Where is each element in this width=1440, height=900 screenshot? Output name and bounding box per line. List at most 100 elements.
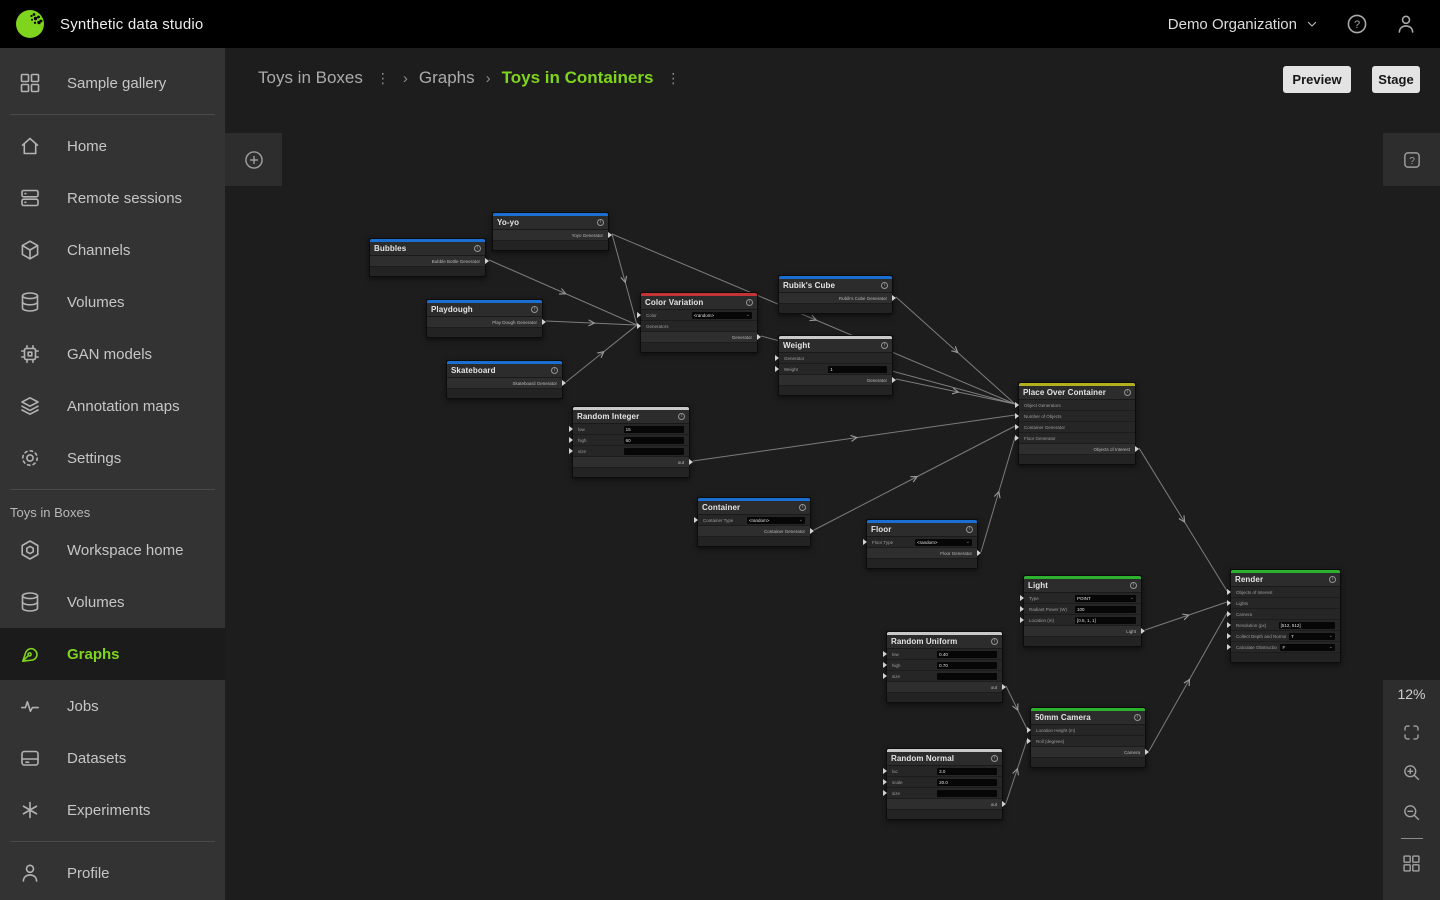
value-field-high[interactable]: 60 <box>623 436 684 444</box>
info-icon[interactable]: i <box>966 526 973 533</box>
sidebar-item-graphs[interactable]: Graphs <box>0 628 225 680</box>
input-port[interactable] <box>1015 413 1019 419</box>
sidebar-item-annotation-maps[interactable]: Annotation maps <box>0 380 225 432</box>
dropdown-color[interactable]: <random>⌄ <box>691 311 752 319</box>
output-port[interactable] <box>1141 628 1145 634</box>
info-icon[interactable]: i <box>678 413 685 420</box>
input-port[interactable] <box>1015 435 1019 441</box>
input-port[interactable] <box>1020 595 1024 601</box>
input-port[interactable] <box>1027 738 1031 744</box>
input-port[interactable] <box>883 779 887 785</box>
sidebar-item-home[interactable]: Home <box>0 120 225 172</box>
help-panel-toggle[interactable]: ? <box>1383 133 1440 186</box>
value-field-size[interactable] <box>623 447 684 455</box>
input-port[interactable] <box>637 323 641 329</box>
kebab-menu-icon[interactable]: ⋮ <box>375 69 390 86</box>
value-field-low[interactable]: 15 <box>623 425 684 433</box>
value-field-low[interactable]: 0.40 <box>937 650 997 658</box>
layout-grid-icon[interactable] <box>1401 853 1422 874</box>
sidebar-item-profile[interactable]: Profile <box>0 847 225 899</box>
stage-button[interactable]: Stage <box>1372 66 1420 93</box>
value-field-weight[interactable]: 1 <box>828 365 887 373</box>
output-port[interactable] <box>892 377 896 383</box>
input-port[interactable] <box>883 662 887 668</box>
info-icon[interactable]: i <box>1124 389 1131 396</box>
input-port[interactable] <box>1027 727 1031 733</box>
sidebar-item-settings[interactable]: Settings <box>0 432 225 484</box>
input-port[interactable] <box>637 312 641 318</box>
output-port[interactable] <box>1135 446 1139 452</box>
output-port[interactable] <box>485 258 489 264</box>
input-port[interactable] <box>1015 424 1019 430</box>
breadcrumb-workspace[interactable]: Toys in Boxes <box>258 68 363 87</box>
add-node-panel-toggle[interactable] <box>225 133 282 186</box>
output-port[interactable] <box>562 380 566 386</box>
input-port[interactable] <box>1227 589 1231 595</box>
input-port[interactable] <box>863 539 867 545</box>
value-field-size[interactable] <box>937 672 997 680</box>
output-port[interactable] <box>757 334 761 340</box>
breadcrumb-current-graph[interactable]: Toys in Containers <box>501 68 654 87</box>
sidebar-item-experiments[interactable]: Experiments <box>0 784 225 836</box>
breadcrumb-graphs[interactable]: Graphs <box>418 68 475 87</box>
dropdown-container-type[interactable]: <random>⌄ <box>746 516 805 524</box>
zoom-out-icon[interactable] <box>1401 802 1422 823</box>
output-port[interactable] <box>689 459 693 465</box>
value-field-resolution-px-[interactable]: [512, 512] <box>1278 621 1335 629</box>
sidebar-item-datasets[interactable]: Datasets <box>0 732 225 784</box>
value-field-radiant-power-w-[interactable]: 100 <box>1075 605 1136 613</box>
input-port[interactable] <box>1227 644 1231 650</box>
info-icon[interactable]: i <box>597 219 604 226</box>
input-port[interactable] <box>1227 611 1231 617</box>
output-port[interactable] <box>608 232 612 238</box>
info-icon[interactable]: i <box>799 504 806 511</box>
sidebar-item-gan-models[interactable]: GAN models <box>0 328 225 380</box>
dropdown-floor-type[interactable]: <random>⌄ <box>915 538 972 546</box>
input-port[interactable] <box>569 437 573 443</box>
output-port[interactable] <box>1002 684 1006 690</box>
dropdown-calculate-obstruction[interactable]: F⌄ <box>1280 643 1335 651</box>
info-icon[interactable]: i <box>1130 582 1137 589</box>
sidebar-item-remote-sessions[interactable]: Remote sessions <box>0 172 225 224</box>
input-port[interactable] <box>1227 633 1231 639</box>
fit-view-icon[interactable] <box>1401 722 1422 743</box>
input-port[interactable] <box>883 768 887 774</box>
profile-icon[interactable] <box>1394 12 1418 36</box>
dropdown-type[interactable]: POINT⌄ <box>1075 594 1136 602</box>
info-icon[interactable]: i <box>531 306 538 313</box>
help-icon[interactable]: ? <box>1345 12 1369 36</box>
kebab-menu-icon[interactable]: ⋮ <box>666 69 681 86</box>
value-field-high[interactable]: 0.70 <box>937 661 997 669</box>
input-port[interactable] <box>883 673 887 679</box>
output-port[interactable] <box>977 550 981 556</box>
input-port[interactable] <box>569 426 573 432</box>
value-field-location-m-[interactable]: [0.5, 1, 1] <box>1075 616 1136 624</box>
input-port[interactable] <box>1227 600 1231 606</box>
output-port[interactable] <box>1145 749 1149 755</box>
dropdown-collect-depth-and-normal-ma-[interactable]: T⌄ <box>1289 632 1335 640</box>
info-icon[interactable]: i <box>746 299 753 306</box>
sidebar-item-workspace-home[interactable]: Workspace home <box>0 524 225 576</box>
input-port[interactable] <box>1015 402 1019 408</box>
sidebar-item-jobs[interactable]: Jobs <box>0 680 225 732</box>
input-port[interactable] <box>1020 617 1024 623</box>
sidebar-item-sample-gallery[interactable]: Sample gallery <box>0 57 225 109</box>
info-icon[interactable]: i <box>991 638 998 645</box>
value-field-size[interactable] <box>937 789 997 797</box>
zoom-in-icon[interactable] <box>1401 762 1422 783</box>
output-port[interactable] <box>810 528 814 534</box>
value-field-loc[interactable]: 3.0 <box>937 767 997 775</box>
